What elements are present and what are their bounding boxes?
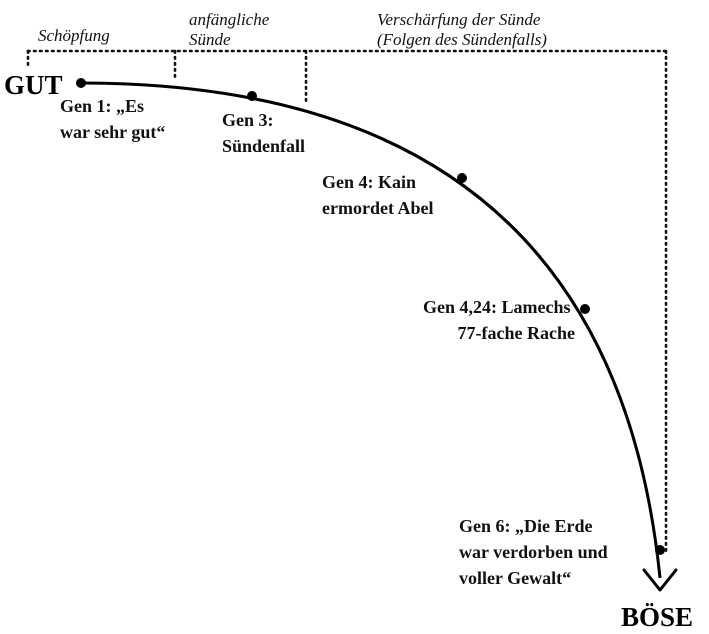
phase-brackets [26, 49, 668, 554]
event-label-gen3: Gen 3: Sündenfall [222, 110, 305, 156]
event-label-gen4-24: Gen 4,24: Lamechs 77-fache Rache [423, 297, 575, 343]
event-label-line: Gen 4: Kain [322, 172, 416, 192]
event-label-line: Gen 6: „Die Erde [459, 516, 592, 536]
decline-curve [80, 81, 662, 579]
phase-label-schoepfung: Schöpfung [38, 26, 110, 45]
end-label-boese: BÖSE [621, 602, 693, 632]
event-label-line: ermordet Abel [322, 198, 433, 218]
phase-label-line: Verschärfung der Sünde [377, 10, 541, 29]
phase-label-line: anfängliche [189, 10, 270, 29]
event-label-gen4: Gen 4: Kain ermordet Abel [322, 172, 433, 218]
event-label-gen1: Gen 1: „Es war sehr gut“ [60, 96, 165, 142]
start-label-gut: GUT [4, 70, 63, 100]
event-node-gen4-24 [580, 304, 590, 314]
event-node-gen1 [76, 78, 86, 88]
event-node-gen4 [457, 173, 467, 183]
event-node-gen6 [655, 545, 665, 555]
event-label-gen6: Gen 6: „Die Erde war verdorben und volle… [459, 516, 612, 588]
phase-label-line: (Folgen des Sündenfalls) [377, 30, 547, 49]
phase-label-line: Sünde [189, 30, 231, 49]
event-label-line: war sehr gut“ [60, 122, 165, 142]
phase-label-line: Schöpfung [38, 26, 110, 45]
event-label-line: Sündenfall [222, 136, 305, 156]
phase-label-verschaerfung: Verschärfung der Sünde (Folgen des Sünde… [377, 10, 547, 49]
event-label-line: 77-fache Rache [458, 323, 575, 343]
event-label-line: Gen 4,24: Lamechs [423, 297, 571, 317]
event-node-gen3 [247, 91, 257, 101]
event-label-line: war verdorben und [459, 542, 608, 562]
event-label-line: Gen 1: „Es [60, 96, 144, 116]
event-label-line: voller Gewalt“ [459, 568, 571, 588]
phase-label-anfaengliche-suende: anfängliche Sünde [189, 10, 274, 49]
arrow-head-icon [642, 568, 678, 592]
event-label-line: Gen 3: [222, 110, 274, 130]
